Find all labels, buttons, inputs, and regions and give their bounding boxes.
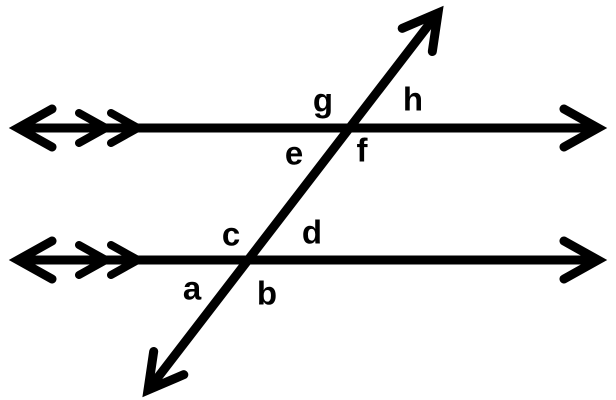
transversal-line-shaft (148, 15, 438, 388)
angle-label-h: h (403, 81, 423, 118)
bottom-parallel-line (18, 241, 598, 279)
angle-label-a: a (183, 270, 202, 307)
angle-label-e: e (285, 135, 303, 172)
angle-label-g: g (313, 82, 333, 119)
angle-label-f: f (357, 132, 369, 169)
angle-label-b: b (257, 275, 277, 312)
angle-label-c: c (222, 216, 240, 253)
transversal-line (133, 1, 453, 400)
angle-label-d: d (302, 214, 322, 251)
top-parallel-line (18, 109, 598, 147)
